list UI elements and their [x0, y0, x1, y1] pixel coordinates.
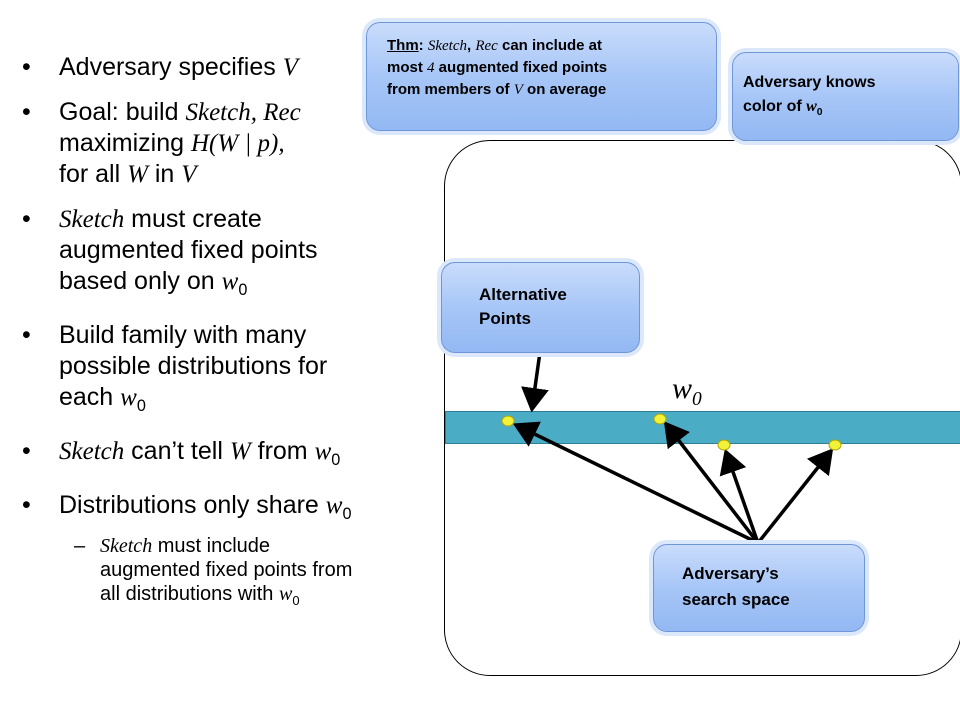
bullet-dot: • — [22, 205, 31, 233]
search-space-region — [444, 140, 960, 676]
arrow-search-to-point-1 — [512, 421, 759, 545]
bullet-goal: • Goal: build Sketch, Rec maximizing H(W… — [22, 98, 301, 188]
bullet-sketch-must-create: • Sketch must create augmented fixed poi… — [22, 205, 318, 299]
theorem-box: Thm: Sketch, Rec can include at most 4 a… — [366, 22, 717, 131]
arrow-search-to-point-3 — [719, 448, 760, 544]
w0-label: w0 — [672, 372, 702, 410]
adversary-knows-box: Adversary knows color of w0 — [732, 52, 959, 141]
bullet-dot: • — [22, 98, 31, 126]
bullet-adversary-specifies: • Adversary specifies V — [22, 53, 298, 81]
bullet-dot: • — [22, 321, 31, 349]
arrow-alternative-points — [521, 351, 549, 413]
bullet-sketch-cant-tell: • Sketch can’t tell W from w0 — [22, 437, 341, 469]
bullet-list: • Adversary specifies V • Goal: build Sk… — [22, 52, 442, 613]
bullet-dot: • — [22, 437, 31, 465]
sub-bullet-sketch-must-include: – Sketch must include augmented fixed po… — [74, 535, 353, 608]
point-4 — [828, 439, 842, 451]
alternative-points-box: Alternative Points — [441, 262, 640, 353]
point-2 — [653, 413, 667, 425]
point-3 — [717, 439, 731, 451]
adversary-search-space-box: Adversary’s search space — [653, 544, 865, 632]
point-1 — [501, 415, 515, 427]
arrow-search-to-point-2 — [663, 421, 760, 545]
bullet-dot: • — [22, 491, 31, 519]
arrow-search-to-point-4 — [756, 448, 834, 545]
sub-bullet-dash: – — [74, 535, 86, 557]
bullet-distributions-share: • Distributions only share w0 — [22, 491, 352, 523]
bullet-build-family: • Build family with many possible distri… — [22, 321, 328, 415]
bullet-dot: • — [22, 53, 31, 81]
